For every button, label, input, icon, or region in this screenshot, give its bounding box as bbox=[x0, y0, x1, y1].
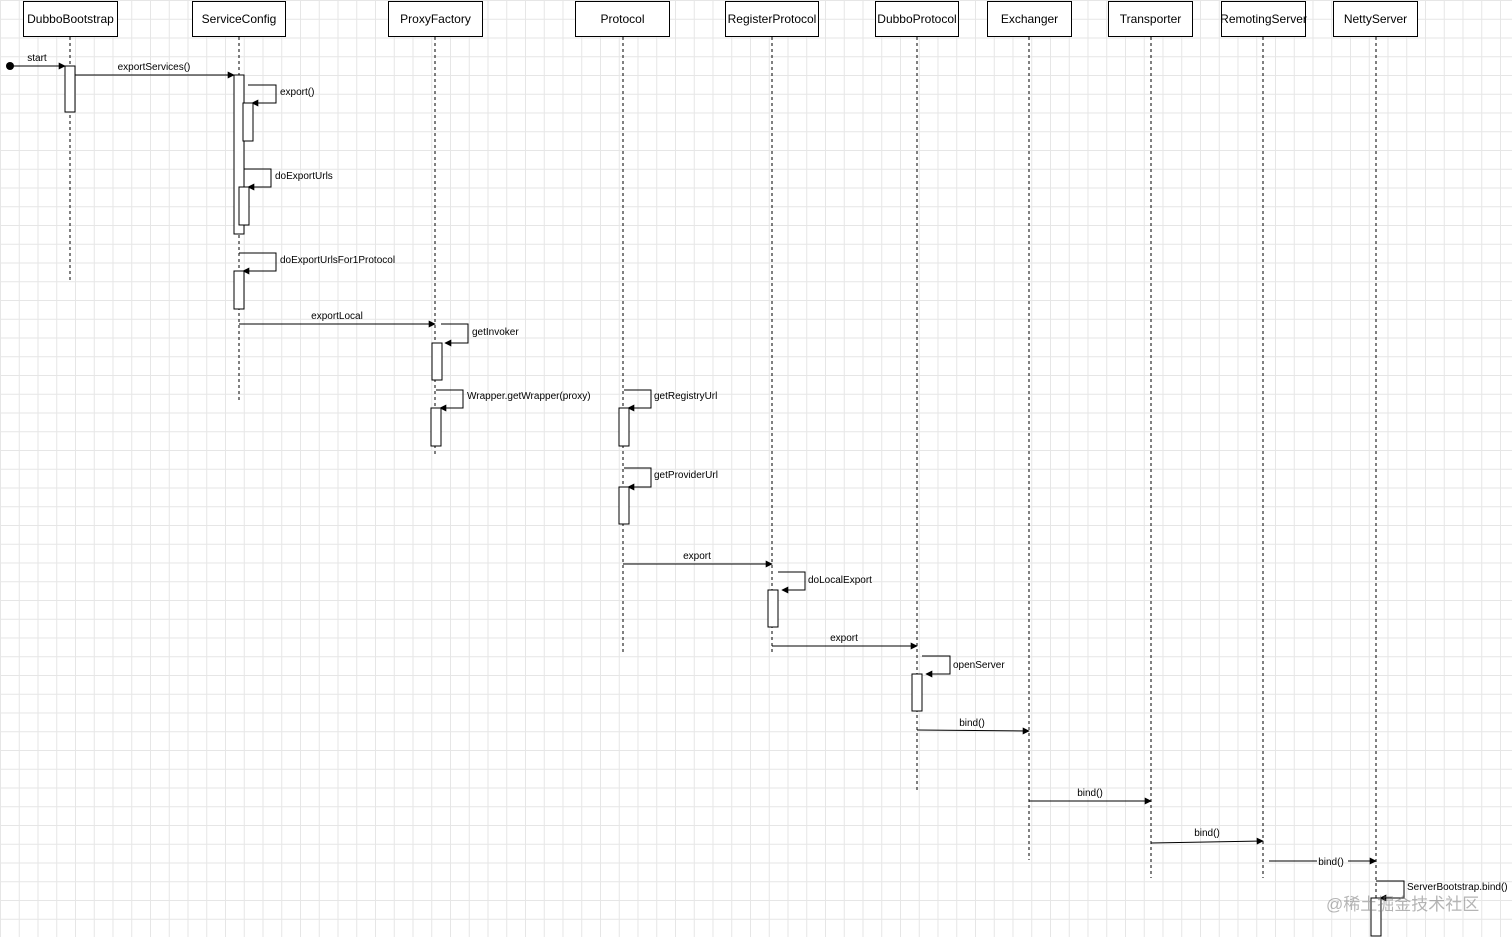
participant-registerprotocol: RegisterProtocol bbox=[725, 1, 819, 37]
self-message-label: export() bbox=[280, 87, 314, 98]
message-bind-exchanger: bind() bbox=[916, 718, 1030, 735]
message-label: bind() bbox=[1077, 788, 1103, 799]
activation-bar-registerprotocol bbox=[767, 589, 779, 628]
self-message-label: doLocalExport bbox=[808, 575, 872, 586]
watermark: @稀土掘金技术社区 bbox=[1326, 895, 1480, 914]
message-getRegistryUrl: getRegistryUrl bbox=[624, 389, 717, 412]
self-message-label: doExportUrls bbox=[275, 171, 333, 182]
participant-serviceconfig: ServiceConfig bbox=[192, 1, 286, 37]
lifelines bbox=[69, 37, 1377, 937]
message-getProviderUrl: getProviderUrl bbox=[624, 467, 718, 491]
activation-bar-serviceconfig bbox=[238, 186, 250, 226]
message-export-reg: export bbox=[623, 551, 773, 568]
message-doExportUrls: doExportUrls bbox=[244, 168, 333, 191]
message-exportLocal: exportLocal bbox=[239, 311, 436, 328]
participant-dubboprotocol: DubboProtocol bbox=[875, 1, 959, 37]
message-doExportUrlsFor1Protocol: doExportUrlsFor1Protocol bbox=[239, 252, 395, 275]
messages: start exportServices() export() doExportUrl… bbox=[6, 53, 1508, 902]
message-getWrapper: Wrapper.getWrapper(proxy) bbox=[436, 389, 591, 412]
message-bind-remoting: bind() bbox=[1150, 828, 1264, 845]
message-start: start bbox=[6, 53, 66, 70]
self-message-arrow bbox=[624, 467, 652, 491]
self-message-label: openServer bbox=[953, 660, 1005, 671]
activation-bar-proxyfactory bbox=[430, 407, 442, 447]
self-message-arrow bbox=[244, 168, 272, 191]
message-label: export bbox=[683, 551, 711, 562]
message-arrow bbox=[1150, 837, 1264, 845]
activation-bar-protocol bbox=[618, 407, 630, 447]
activation-bar-serviceconfig bbox=[233, 74, 245, 235]
self-message-arrow bbox=[1376, 880, 1405, 902]
message-label: export bbox=[830, 633, 858, 644]
self-message-label: doExportUrlsFor1Protocol bbox=[280, 255, 395, 266]
activation-bar-serviceconfig bbox=[242, 102, 254, 142]
message-openServer: openServer bbox=[922, 655, 1005, 678]
activation-bar-proxyfactory bbox=[431, 342, 443, 381]
message-label: exportLocal bbox=[311, 311, 363, 322]
message-arrow bbox=[916, 727, 1030, 735]
message-serverBootstrapBind: ServerBootstrap.bind() bbox=[1376, 880, 1508, 902]
self-message-arrow bbox=[624, 389, 652, 412]
participant-protocol: Protocol bbox=[575, 1, 670, 37]
participant-nettyserver: NettyServer bbox=[1333, 1, 1418, 37]
message-label: exportServices() bbox=[118, 62, 191, 73]
self-message-label: ServerBootstrap.bind() bbox=[1407, 882, 1508, 893]
participant-proxyfactory: ProxyFactory bbox=[388, 1, 483, 37]
message-bind-transporter: bind() bbox=[1029, 788, 1152, 805]
activation-bar-bootstrap bbox=[64, 65, 76, 113]
message-bind-netty: bind() bbox=[1269, 857, 1377, 868]
message-exportServices: exportServices() bbox=[75, 62, 235, 79]
activation-bars bbox=[64, 65, 1382, 937]
message-export-self: export() bbox=[248, 84, 314, 107]
message-label: bind() bbox=[1318, 857, 1344, 868]
self-message-arrow bbox=[778, 571, 806, 594]
self-message-label: getInvoker bbox=[472, 327, 519, 338]
self-message-arrow bbox=[922, 655, 951, 678]
participant-exchanger: Exchanger bbox=[987, 1, 1072, 37]
message-export-dubbo: export bbox=[772, 633, 918, 650]
self-message-label: Wrapper.getWrapper(proxy) bbox=[467, 391, 591, 402]
self-message-arrow bbox=[239, 252, 277, 275]
participant-transporter: Transporter bbox=[1108, 1, 1193, 37]
message-label: bind() bbox=[959, 718, 985, 729]
self-message-arrow bbox=[436, 389, 464, 412]
activation-bar-protocol bbox=[618, 486, 630, 525]
message-doLocalExport: doLocalExport bbox=[778, 571, 872, 594]
participant-remotingserver: RemotingServer bbox=[1220, 1, 1307, 37]
activation-bar-nettyserver bbox=[1370, 897, 1382, 937]
self-message-label: getRegistryUrl bbox=[654, 391, 717, 402]
self-message-arrow bbox=[441, 323, 469, 347]
activation-bar-serviceconfig bbox=[233, 270, 245, 310]
message-label: bind() bbox=[1194, 828, 1220, 839]
self-message-arrow bbox=[248, 84, 277, 107]
message-label: start bbox=[27, 53, 47, 64]
participant-bootstrap: DubboBootstrap bbox=[23, 1, 118, 37]
self-message-label: getProviderUrl bbox=[654, 470, 718, 481]
activation-bar-dubboprotocol bbox=[911, 673, 923, 712]
message-getInvoker: getInvoker bbox=[441, 323, 519, 347]
